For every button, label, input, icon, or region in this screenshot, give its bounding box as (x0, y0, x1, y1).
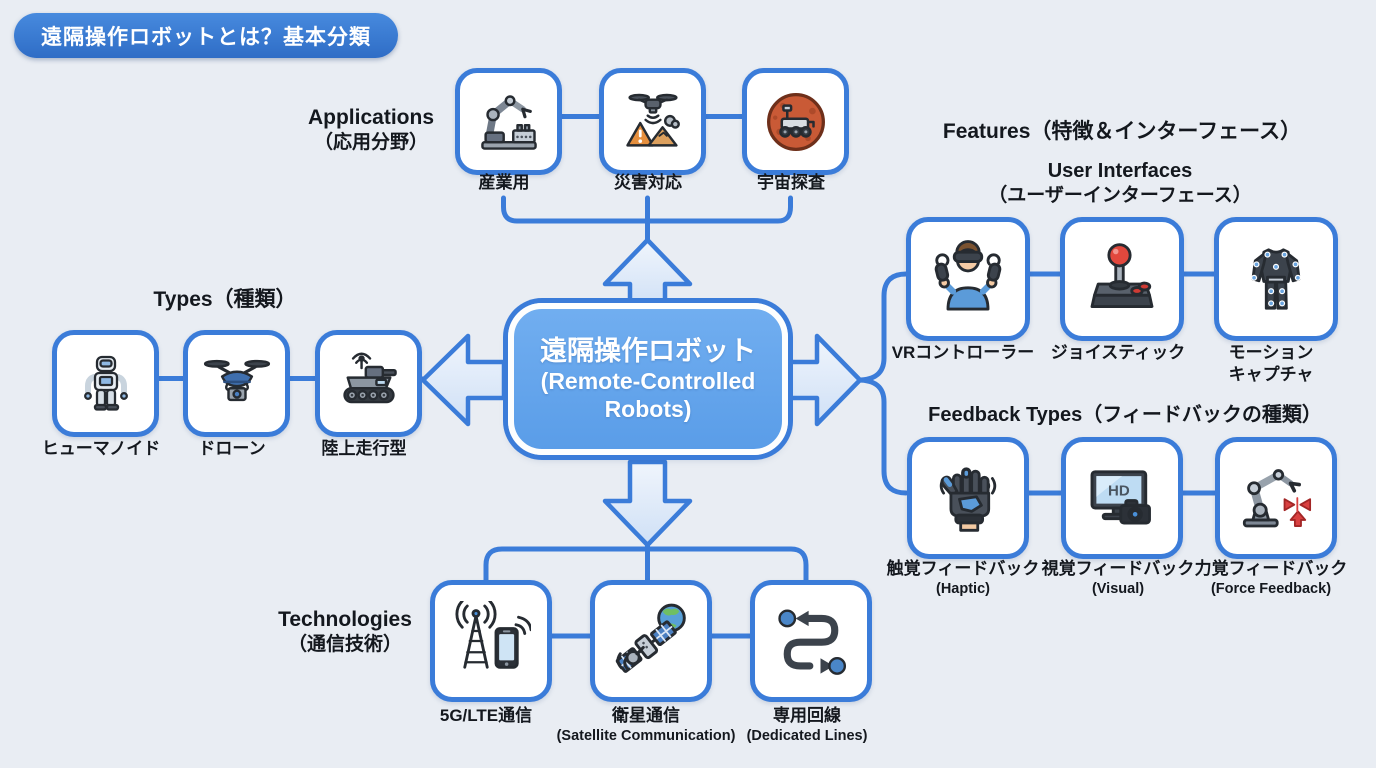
arrow-up (602, 237, 693, 313)
label-ground-vehicle: 陸上走行型 (321, 439, 407, 458)
card-motion-capture (1214, 217, 1338, 341)
label-dedicated-line: 専用回線 (Dedicated Lines) (746, 706, 868, 745)
humanoid-robot-icon (83, 355, 128, 411)
ui-group-label: User Interfaces （ユーザーインターフェース） (988, 160, 1252, 206)
arrow-left (420, 333, 507, 427)
tracked-robot-icon (342, 352, 397, 403)
card-disaster (599, 68, 706, 175)
vr-controller-icon (934, 240, 1002, 311)
mars-rover-icon (766, 92, 825, 151)
card-drone (183, 330, 290, 437)
card-humanoid (52, 330, 159, 437)
label-disaster: 災害対応 (614, 173, 682, 192)
label-visual: 視覚フィードバック (Visual) (1041, 559, 1195, 598)
robot-arm-icon (480, 94, 537, 150)
label-motion-capture: モーション キャプチャ (1228, 343, 1314, 385)
technologies-group-label: Technologies （通信技術） (278, 608, 412, 656)
motion-capture-icon (1251, 248, 1301, 310)
label-5g-lte: 5G/LTE通信 (439, 706, 533, 725)
center-title-en2: Robots) (604, 395, 692, 422)
satellite-icon (615, 603, 686, 673)
feedback-group-label: Feedback Types（フィードバックの種類） (928, 404, 1322, 426)
joystick-icon (1090, 243, 1154, 308)
arrow-down (602, 459, 693, 548)
label-industrial: 産業用 (478, 173, 530, 192)
card-joystick (1060, 217, 1184, 341)
center-title-en1: (Remote-Controlled (540, 368, 756, 395)
arrow-right (782, 333, 863, 427)
card-force-feedback (1215, 437, 1337, 559)
title-badge: 遠隔操作ロボットとは？基本分類 (14, 13, 398, 58)
label-vr-controller: VRコントローラー (891, 343, 1035, 362)
label-force-feedback: 力覚フィードバック (Force Feedback) (1194, 559, 1348, 598)
drone-icon (203, 359, 270, 401)
card-5g-lte (430, 580, 552, 702)
label-joystick: ジョイスティック (1050, 343, 1186, 362)
features-group-label: Features（特徴＆インターフェース） (942, 120, 1302, 143)
label-drone: ドローン (198, 439, 266, 458)
cellular-tower-icon (455, 601, 531, 669)
card-satellite (590, 580, 712, 702)
connector-features-fork (855, 271, 909, 496)
card-haptic (907, 437, 1029, 559)
force-feedback-arm-icon (1242, 469, 1312, 528)
center-title-ja: 遠隔操作ロボット (540, 335, 756, 366)
types-group-label: Types（種類） (153, 288, 297, 311)
connector-applications-bracket (501, 195, 793, 245)
monitor-camera-icon: HD (1090, 470, 1151, 525)
card-dedicated-line (750, 580, 872, 702)
hd-label: HD (1108, 483, 1130, 500)
connector-technologies-bracket (483, 540, 809, 583)
label-satellite: 衛星通信 (Satellite Communication) (556, 706, 736, 745)
card-space (742, 68, 849, 175)
applications-group-label: Applications （応用分野） (307, 106, 434, 154)
center-node: 遠隔操作ロボット (Remote-Controlled Robots) (508, 303, 788, 455)
haptic-glove-icon (939, 467, 997, 532)
card-ground-vehicle (315, 330, 422, 437)
label-humanoid: ヒューマノイド (41, 439, 161, 458)
card-vr-controller (906, 217, 1030, 341)
card-industrial (455, 68, 562, 175)
label-haptic: 触覚フィードバック (Haptic) (886, 559, 1040, 598)
label-space: 宇宙探査 (757, 173, 825, 192)
dedicated-line-icon (778, 609, 847, 675)
title-text: 遠隔操作ロボットとは？基本分類 (41, 25, 371, 49)
card-visual: HD (1061, 437, 1183, 559)
disaster-drone-icon (625, 93, 680, 147)
